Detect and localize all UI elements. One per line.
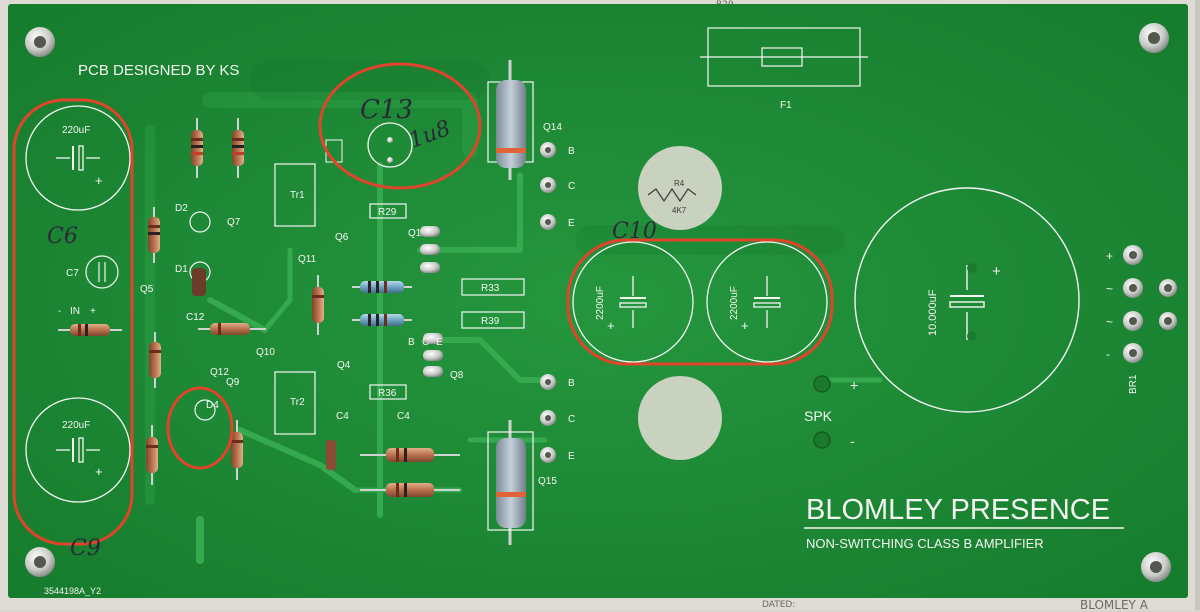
br1-minus: - bbox=[1106, 347, 1110, 361]
plus-sign-220-bottom: + bbox=[95, 464, 103, 479]
q8-pads bbox=[423, 333, 443, 377]
label-tr2: Tr2 bbox=[290, 397, 305, 408]
pcb-board bbox=[8, 4, 1188, 598]
mounting-holes bbox=[25, 23, 1171, 582]
label-q14-b: B bbox=[568, 146, 575, 157]
label-q15-e: E bbox=[568, 451, 575, 462]
label-r39: R39 bbox=[481, 316, 500, 327]
label-d1: D1 bbox=[175, 264, 188, 275]
label-q5: Q5 bbox=[140, 284, 154, 295]
r4-symbol bbox=[647, 187, 697, 203]
diodes bbox=[189, 211, 336, 470]
fuse-f1 bbox=[700, 27, 868, 87]
label-r36: R36 bbox=[378, 388, 397, 399]
speaker-terminals bbox=[813, 375, 831, 449]
paper-note-blomley: BLOMLEY A bbox=[1080, 598, 1148, 612]
label-2200uf-left: 2200uF bbox=[595, 286, 606, 320]
label-q15-b: B bbox=[568, 378, 575, 389]
label-d2: D2 bbox=[175, 203, 188, 214]
spk-plus: + bbox=[850, 377, 858, 393]
capacitor-2200uf-left bbox=[572, 241, 694, 363]
product-name: BLOMLEY PRESENCE bbox=[806, 494, 1110, 526]
label-tr1: Tr1 bbox=[290, 190, 305, 201]
label-spk: SPK bbox=[804, 408, 833, 424]
resistor-footprints bbox=[369, 203, 525, 400]
label-r4-value: 4K7 bbox=[672, 206, 687, 215]
label-in: IN bbox=[70, 306, 80, 317]
small-resistors bbox=[58, 118, 460, 497]
label-minus-in: - bbox=[58, 306, 61, 317]
label-f1: F1 bbox=[780, 100, 792, 111]
label-q8-b: B bbox=[408, 337, 415, 348]
handwritten-c9: C9 bbox=[70, 536, 101, 561]
designer-credit: PCB DESIGNED BY KS bbox=[78, 62, 239, 79]
label-q9: Q9 bbox=[226, 377, 240, 388]
spk-minus: - bbox=[850, 433, 855, 449]
capacitor-10000uf bbox=[854, 187, 1080, 413]
label-c4-right: C4 bbox=[397, 411, 410, 422]
label-q14-e: E bbox=[568, 218, 575, 229]
label-q7: Q7 bbox=[227, 217, 241, 228]
label-q6: Q6 bbox=[335, 232, 349, 243]
handwritten-c10: C10 bbox=[612, 219, 657, 244]
blue-resistors bbox=[352, 281, 412, 326]
br1-ac-2: ~ bbox=[1106, 315, 1113, 329]
capacitor-c13-footprint bbox=[325, 122, 413, 168]
br1-ac-1: ~ bbox=[1106, 282, 1113, 296]
label-q1: Q1 bbox=[408, 228, 422, 239]
plus-sign-220-top: + bbox=[95, 173, 103, 188]
label-q4: Q4 bbox=[337, 360, 351, 371]
br1-plus: + bbox=[1106, 249, 1113, 263]
q1-pads bbox=[420, 226, 440, 273]
annotation-rings bbox=[12, 62, 834, 546]
label-q11: Q11 bbox=[298, 254, 317, 265]
capacitor-220uf-bottom bbox=[25, 397, 131, 503]
label-c4-left: C4 bbox=[336, 411, 349, 422]
trimmer-footprints bbox=[274, 163, 316, 435]
capacitor-2200uf-right bbox=[706, 241, 828, 363]
label-c12: C12 bbox=[186, 312, 205, 323]
label-q8-e: E bbox=[436, 337, 443, 348]
label-q8-c: C bbox=[422, 337, 429, 348]
label-q15: Q15 bbox=[538, 476, 557, 487]
label-r29: R29 bbox=[378, 207, 397, 218]
label-r4: R4 bbox=[674, 179, 685, 188]
bridge-rectifier-pads bbox=[1123, 245, 1177, 363]
paper-note-dated: DATED: bbox=[762, 600, 796, 610]
capacitor-c7 bbox=[85, 255, 119, 289]
plus-sign-2200-right: + bbox=[741, 318, 749, 333]
cap-10000uf-hole-bottom bbox=[967, 331, 977, 341]
handwritten-c6: C6 bbox=[47, 224, 78, 249]
plus-sign-10000: + bbox=[992, 263, 1001, 280]
label-220uf-bottom: 220uF bbox=[62, 420, 90, 431]
label-br1: BR1 bbox=[1128, 374, 1139, 394]
label-q8: Q8 bbox=[450, 370, 464, 381]
label-q14: Q14 bbox=[543, 122, 562, 133]
label-q15-c: C bbox=[568, 414, 575, 425]
q15-pads bbox=[540, 374, 556, 463]
label-r33: R33 bbox=[481, 283, 500, 294]
q14-pads bbox=[540, 142, 556, 230]
label-c7: C7 bbox=[66, 268, 79, 279]
label-2200uf-right: 2200uF bbox=[729, 286, 740, 320]
product-subtitle: NON-SWITCHING CLASS B AMPLIFIER bbox=[806, 536, 1044, 551]
power-resistor-top bbox=[487, 60, 534, 180]
handwritten-c13: C13 bbox=[360, 95, 413, 125]
cap-10000uf-hole-top bbox=[967, 263, 977, 273]
plus-sign-2200-left: + bbox=[607, 318, 615, 333]
label-q10: Q10 bbox=[256, 347, 275, 358]
label-10000uf: 10.000uF bbox=[927, 289, 939, 336]
capacitor-220uf-top bbox=[25, 105, 131, 211]
board-window-bottom bbox=[638, 376, 722, 460]
power-resistor-bottom bbox=[487, 420, 534, 545]
label-d4: D4 bbox=[206, 400, 219, 411]
label-q14-c: C bbox=[568, 181, 575, 192]
label-220uf-top: 220uF bbox=[62, 125, 90, 136]
board-window-top bbox=[638, 146, 722, 230]
label-q12: Q12 bbox=[210, 367, 229, 378]
board-serial: 3544198A_Y2 bbox=[44, 586, 101, 596]
label-plus-in: + bbox=[90, 306, 96, 317]
